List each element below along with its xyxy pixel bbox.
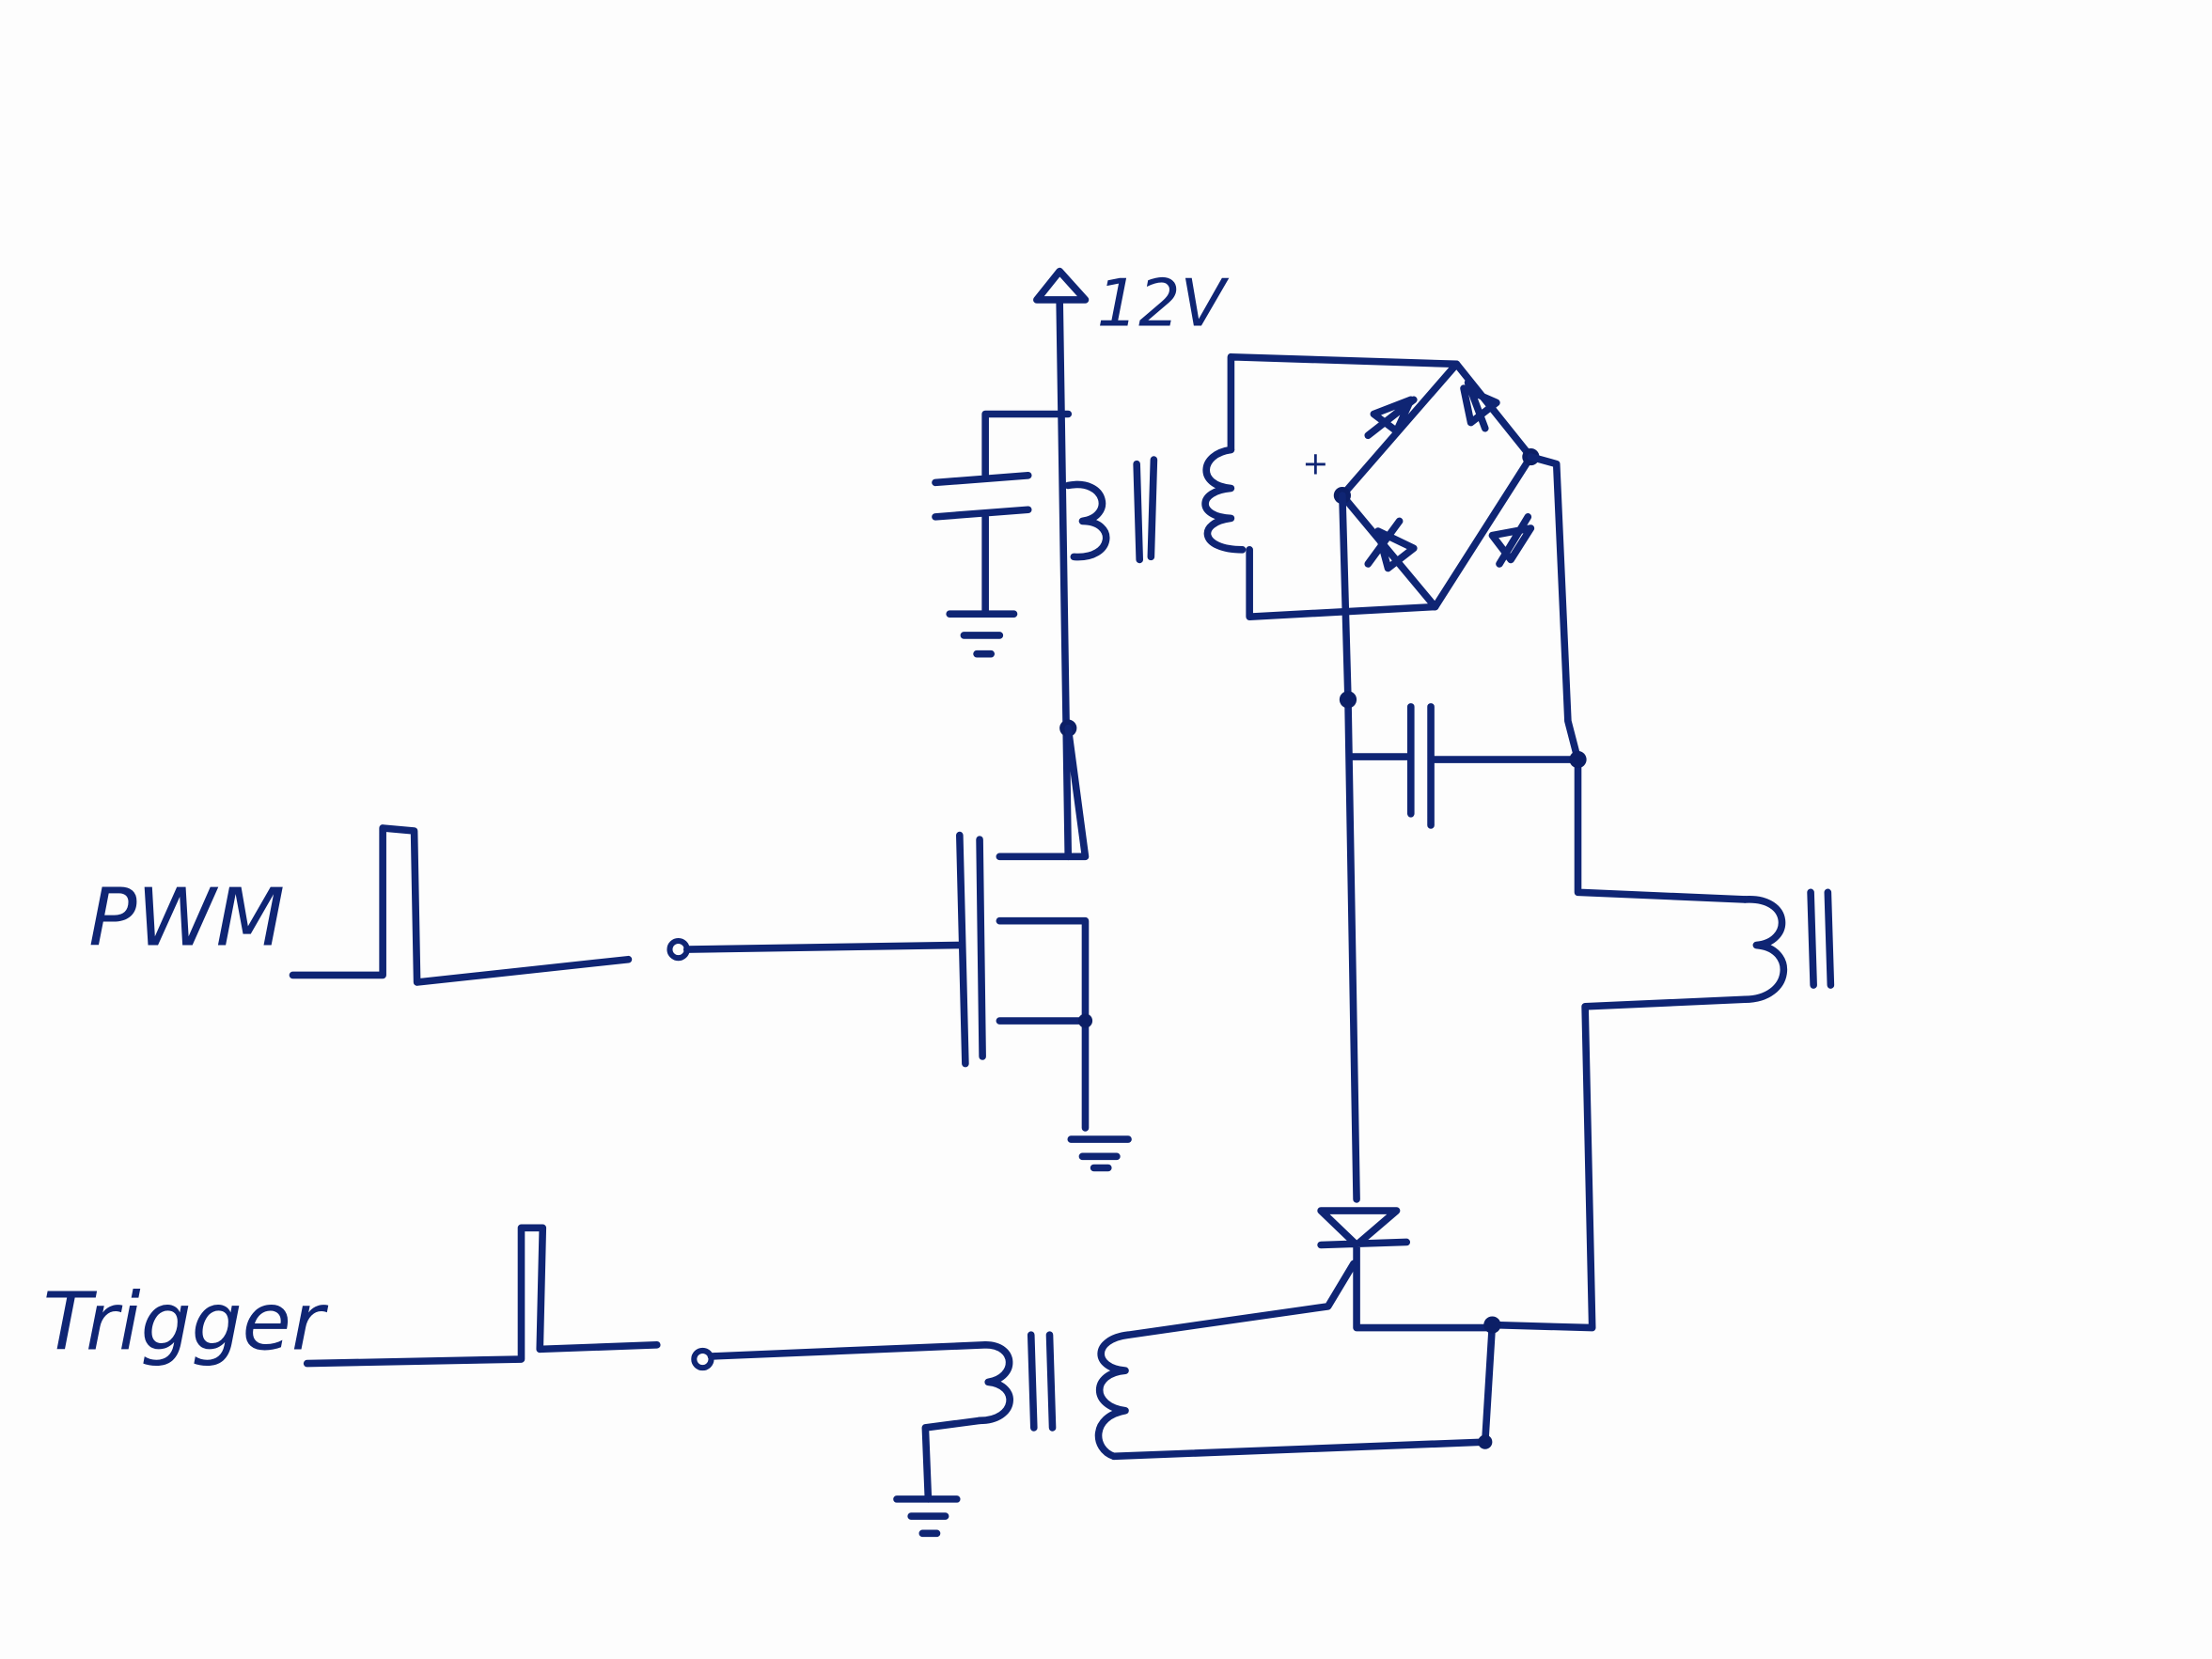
trigger-pulse-icon	[303, 1224, 661, 1368]
supply-12v: 12V	[1033, 265, 1230, 861]
bridge-plus-label: +	[1302, 445, 1328, 481]
pwm-pulse-icon	[289, 824, 633, 986]
diode-icon	[1460, 379, 1500, 432]
output-stage	[1339, 453, 1835, 1332]
trigger-input: Trigger	[43, 1224, 1132, 1538]
trigger-label: Trigger	[43, 1276, 329, 1369]
ground-icon	[946, 610, 1018, 658]
pwm-input: PWM	[88, 824, 964, 986]
diode-icon	[1364, 396, 1418, 440]
bridge-rectifier: +	[1302, 360, 1540, 611]
supply-label: 12V	[1097, 265, 1230, 341]
transformer-2-coil	[1741, 896, 1788, 1004]
diode-icon	[1364, 517, 1418, 572]
ground-icon	[1067, 1135, 1132, 1172]
transformer-1	[1064, 352, 1461, 620]
pwm-label: PWM	[88, 872, 285, 965]
decoupling-capacitor	[932, 410, 1073, 658]
diode-icon	[1488, 513, 1535, 568]
thyristor	[1110, 1207, 1501, 1461]
mosfet	[956, 724, 1132, 1172]
ground-icon	[893, 1495, 961, 1538]
